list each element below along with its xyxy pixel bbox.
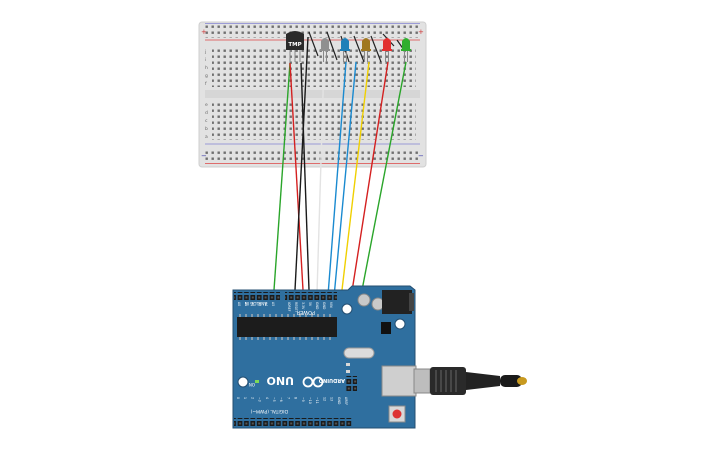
pin-label: ~3 xyxy=(258,397,262,402)
temperature-sensor[interactable]: TMP xyxy=(286,31,304,62)
black-wire-sensor[interactable] xyxy=(300,62,310,291)
bottom-rail-sign-right: − xyxy=(418,152,424,160)
mounting-hole-center xyxy=(341,303,353,315)
power-header[interactable] xyxy=(285,292,337,300)
row-letter: h xyxy=(205,65,208,71)
row-letter: b xyxy=(205,126,208,132)
black-wire-ground[interactable] xyxy=(294,36,309,291)
pin-label: ~11 xyxy=(315,397,319,404)
on-led xyxy=(255,380,259,383)
sensor-label: TMP xyxy=(288,42,301,48)
l-led xyxy=(346,363,350,366)
row-letter: d xyxy=(205,110,208,116)
pin-label: GND xyxy=(322,302,326,310)
green-led[interactable] xyxy=(401,38,411,62)
digital-header[interactable] xyxy=(234,418,352,427)
led-group xyxy=(320,38,411,62)
red-wire-sensor[interactable] xyxy=(289,62,304,291)
pin-label: 12 xyxy=(322,397,326,401)
pin-label: RESET xyxy=(294,302,298,312)
pin-label: GND xyxy=(337,397,341,405)
pin-label: 5V xyxy=(308,302,312,307)
pin-label: 2 xyxy=(250,397,254,399)
pin-label: 4 xyxy=(265,397,269,399)
pin-label: ~10 xyxy=(308,397,312,404)
analog-header[interactable] xyxy=(234,292,280,300)
pin-label: A5 xyxy=(271,302,275,306)
usb-port[interactable] xyxy=(381,365,417,397)
green-wire-sensor[interactable] xyxy=(273,62,291,291)
pin-label: ~9 xyxy=(301,397,305,402)
row-letter: e xyxy=(205,103,208,108)
pin-label: ~5 xyxy=(272,397,276,402)
row-letter: g xyxy=(205,74,208,79)
upper-terminal-block xyxy=(212,48,416,87)
crystal-oscillator xyxy=(343,347,375,359)
voltage-regulator xyxy=(381,322,391,334)
pin-label: AREF xyxy=(344,397,348,405)
top-rail-sign-right: + xyxy=(418,28,424,36)
row-letter: j xyxy=(204,49,206,55)
center-channel xyxy=(205,90,420,98)
blue-led[interactable] xyxy=(340,38,350,62)
board-model-label: UNO xyxy=(267,374,295,387)
pin-label: IOREF xyxy=(287,302,291,312)
pin-label: A1 xyxy=(244,302,248,306)
pin-label: 1 xyxy=(243,397,247,399)
arduino-logo xyxy=(302,376,324,388)
analog-label: ANALOG IN xyxy=(245,301,267,306)
yellow-led[interactable] xyxy=(361,38,371,62)
power-jack[interactable] xyxy=(382,290,412,314)
on-label: ON xyxy=(249,382,255,387)
row-letter: a xyxy=(205,135,208,140)
bottom-power-rail xyxy=(205,148,420,161)
icsp-header xyxy=(345,376,357,392)
usb-cable[interactable] xyxy=(413,367,527,395)
reset-button-cap[interactable] xyxy=(392,409,402,419)
pin-label: 8 xyxy=(294,397,298,399)
mounting-hole-right-top xyxy=(394,318,406,330)
pin-label: A0 xyxy=(237,302,241,306)
pin-label: 0 xyxy=(236,397,240,399)
arduino-board[interactable]: ANALOG IN POWER DIGITAL (PWM~) UNO xyxy=(232,285,417,429)
red-led[interactable] xyxy=(382,38,392,62)
mounting-hole-left xyxy=(237,376,249,388)
pin-label: ~6 xyxy=(279,397,283,402)
row-letter: i xyxy=(205,57,206,63)
pin-label: A2 xyxy=(251,302,255,306)
digital-label: DIGITAL (PWM~) xyxy=(250,408,288,414)
tx-led xyxy=(346,370,350,373)
pin-label: A3 xyxy=(257,302,261,306)
pin-label: VIN xyxy=(329,302,333,308)
pin-label: GND xyxy=(315,302,319,310)
chip-pins xyxy=(239,314,331,340)
lower-terminal-block xyxy=(212,101,416,140)
pin-label: 13 xyxy=(330,397,334,401)
microcontroller-chip xyxy=(237,317,337,337)
pin-label: 3.3V xyxy=(301,302,305,310)
top-power-rail xyxy=(205,25,420,38)
bottom-rail-sign: − xyxy=(201,152,207,160)
row-letter: c xyxy=(205,119,208,124)
pin-label: A4 xyxy=(264,302,268,306)
brand-label: ARDUINO xyxy=(319,377,345,383)
gray-led[interactable] xyxy=(320,38,330,62)
capacitor-1 xyxy=(357,293,371,307)
power-label: POWER xyxy=(296,309,315,315)
row-letter: f xyxy=(205,81,207,87)
pin-label: 7 xyxy=(286,397,290,399)
top-rail-sign: + xyxy=(201,28,207,36)
